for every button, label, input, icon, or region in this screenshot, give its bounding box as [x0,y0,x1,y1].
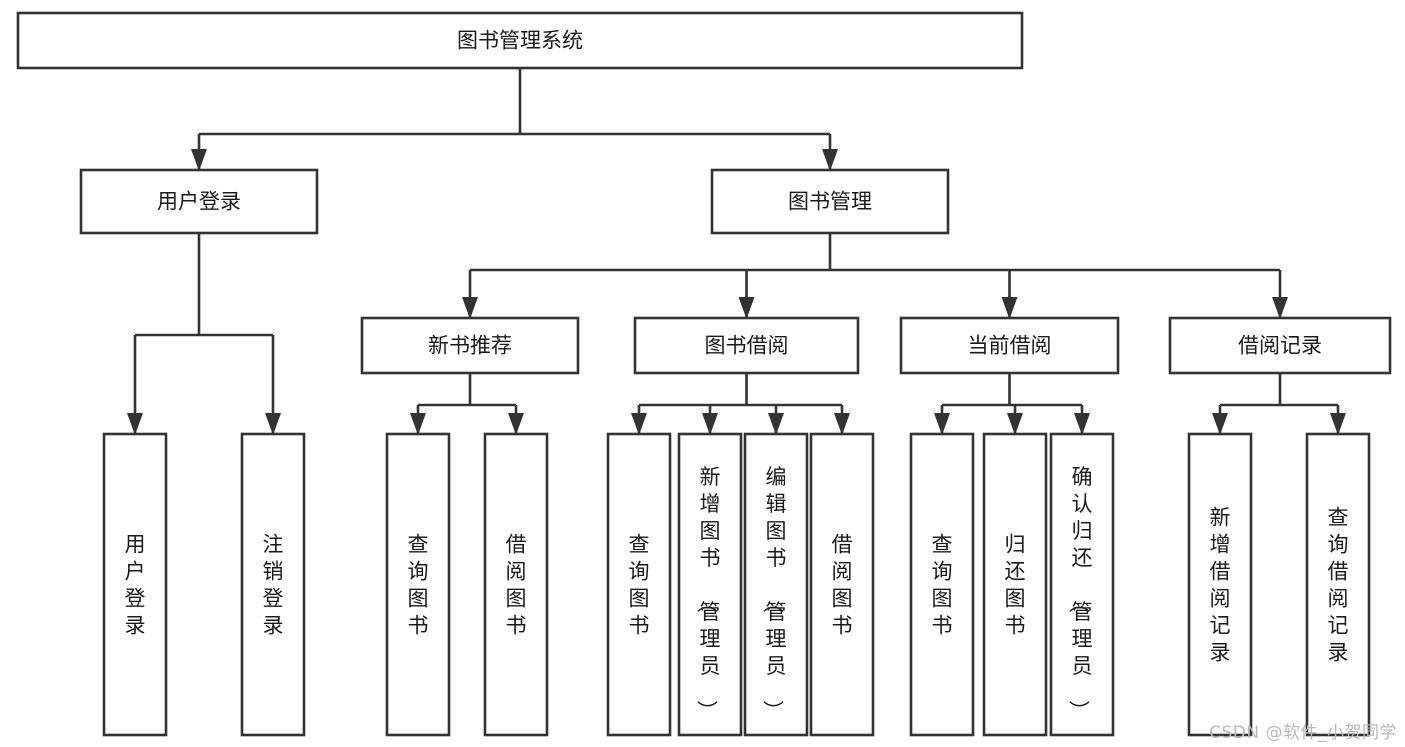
node-box-borrow [633,316,860,375]
node-box-leaf-query-book-3 [909,432,975,737]
node-box-leaf-user-login [102,432,168,737]
node-label-leaf-borrow-book-2: 借阅图书 [832,533,853,638]
node-label-leaf-return-book: 归还图书 [1005,533,1026,638]
node-box-login [79,168,319,235]
node-current[interactable]: 当前借阅 [899,316,1120,375]
node-leaf-query-book-1[interactable]: 查询图书 [385,432,451,737]
node-label-leaf-user-logout: 注销登录 [263,533,284,638]
node-box-leaf-add-book [677,432,743,737]
node-bookmgmt[interactable]: 图书管理 [710,168,950,235]
node-box-bookmgmt [710,168,950,235]
node-box-leaf-borrow-book-1 [483,432,549,737]
node-box-leaf-return-book [982,432,1048,737]
node-label-leaf-query-book-3: 查询图书 [932,533,953,638]
node-leaf-borrow-book-2[interactable]: 借阅图书 [809,432,875,737]
node-leaf-query-record[interactable]: 查询借阅记录 [1305,432,1371,737]
node-box-records [1168,316,1392,375]
node-box-leaf-query-record [1305,432,1371,737]
connector-layer [127,68,1346,435]
node-label-leaf-confirm-return: 确认归还（管理员） [1067,465,1093,721]
node-newbook[interactable]: 新书推荐 [360,316,580,375]
node-root[interactable]: 图书管理系统 [16,11,1024,70]
node-label-leaf-borrow-book-1: 借阅图书 [506,533,527,638]
node-label-leaf-query-book-1: 查询图书 [408,533,429,638]
node-layer: 图书管理系统用户登录图书管理新书推荐图书借阅当前借阅借阅记录用户登录注销登录查询… [16,11,1392,737]
node-box-leaf-query-book-2 [606,432,672,737]
node-leaf-add-record[interactable]: 新增借阅记录 [1187,432,1253,737]
node-label-leaf-user-login: 用户登录 [125,533,146,638]
node-label-bookmgmt: 图书管理 [788,190,872,214]
node-label-leaf-query-book-2: 查询图书 [629,533,650,638]
node-leaf-query-book-3[interactable]: 查询图书 [909,432,975,737]
node-label-leaf-add-record: 新增借阅记录 [1210,506,1231,665]
node-leaf-edit-book[interactable]: 编辑图书（管理员） [743,432,809,737]
node-box-newbook [360,316,580,375]
node-leaf-add-book[interactable]: 新增图书（管理员） [677,432,743,737]
node-box-leaf-query-book-1 [385,432,451,737]
node-box-leaf-user-logout [240,432,306,737]
node-leaf-query-book-2[interactable]: 查询图书 [606,432,672,737]
node-label-newbook: 新书推荐 [428,334,512,358]
node-box-leaf-edit-book [743,432,809,737]
node-box-leaf-borrow-book-2 [809,432,875,737]
watermark-text: CSDN @软件_小贺同学 [1209,723,1397,743]
node-label-root: 图书管理系统 [457,29,583,53]
node-leaf-borrow-book-1[interactable]: 借阅图书 [483,432,549,737]
node-label-leaf-query-record: 查询借阅记录 [1328,506,1349,665]
node-records[interactable]: 借阅记录 [1168,316,1392,375]
node-leaf-user-login[interactable]: 用户登录 [102,432,168,737]
node-label-borrow: 图书借阅 [705,334,789,358]
node-leaf-confirm-return[interactable]: 确认归还（管理员） [1049,432,1115,737]
node-leaf-return-book[interactable]: 归还图书 [982,432,1048,737]
node-label-login: 用户登录 [157,190,241,214]
node-label-leaf-add-book: 新增图书（管理员） [695,465,721,721]
node-box-leaf-confirm-return [1049,432,1115,737]
node-label-current: 当前借阅 [968,334,1052,358]
node-login[interactable]: 用户登录 [79,168,319,235]
node-label-leaf-edit-book: 编辑图书（管理员） [761,465,787,721]
node-label-records: 借阅记录 [1238,334,1322,358]
node-box-current [899,316,1120,375]
node-borrow[interactable]: 图书借阅 [633,316,860,375]
node-box-leaf-add-record [1187,432,1253,737]
node-box-root [16,11,1024,70]
node-leaf-user-logout[interactable]: 注销登录 [240,432,306,737]
